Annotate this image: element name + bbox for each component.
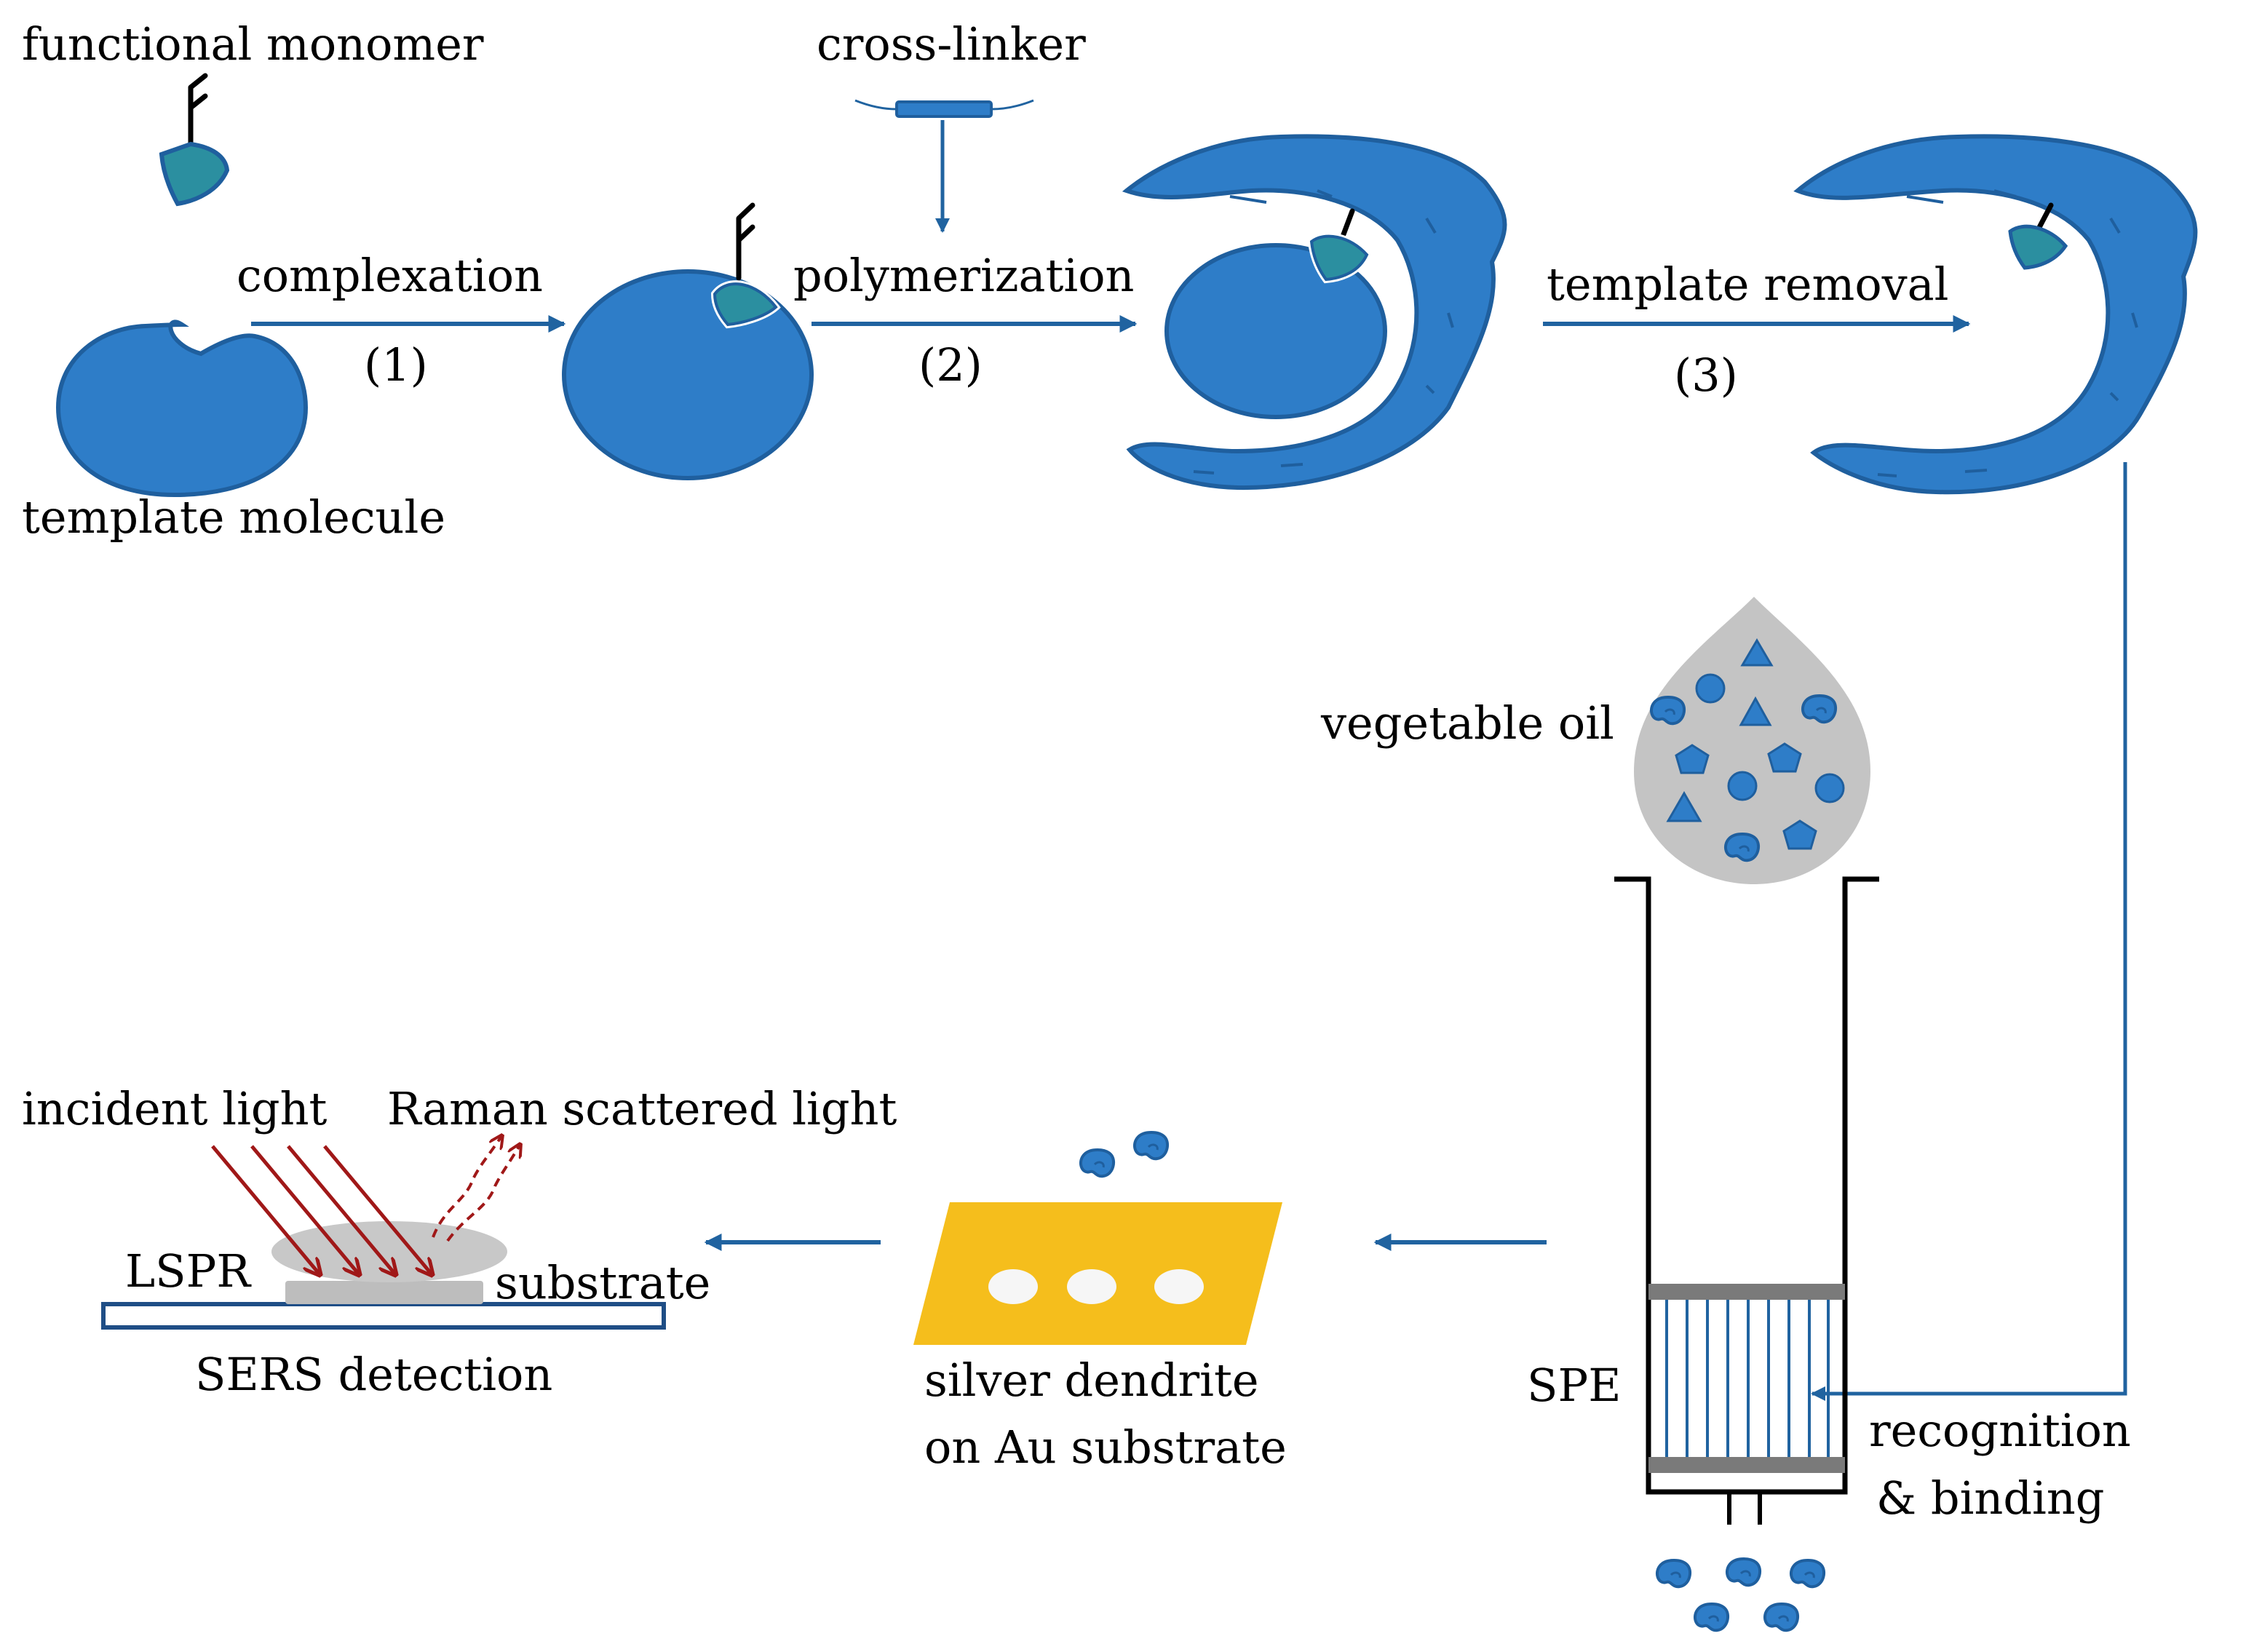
raman-scattered-rays bbox=[432, 1135, 520, 1242]
analyte-triangle bbox=[1740, 638, 1774, 667]
lspr-hotspot bbox=[271, 1221, 507, 1282]
incident-light-rays bbox=[211, 1145, 432, 1275]
polymerization-label: polymerization bbox=[793, 249, 1134, 302]
imprinted-polymer-cavity-icon bbox=[1793, 134, 2198, 495]
sers-detection-setup bbox=[101, 1135, 666, 1330]
step-1-label: (1) bbox=[364, 338, 428, 392]
incident-light-label: incident light bbox=[22, 1082, 328, 1135]
analyte-pentagon bbox=[1782, 819, 1817, 850]
analyte-pentagon bbox=[1675, 744, 1710, 774]
template-molecule-icon bbox=[55, 319, 309, 498]
sers-base-substrate bbox=[101, 1302, 666, 1330]
sers-detection-label: SERS detection bbox=[195, 1348, 552, 1401]
raman-scattered-light-label: Raman scattered light bbox=[387, 1082, 897, 1135]
analyte-circle bbox=[1814, 773, 1845, 803]
analyte-pentagon bbox=[1767, 742, 1802, 773]
analyte-triangle bbox=[1739, 696, 1772, 726]
spe-cartridge bbox=[1614, 876, 1879, 1525]
target-molecules-above-substrate bbox=[1079, 1131, 1170, 1178]
step-2-label: (2) bbox=[918, 338, 983, 392]
cross-linker-label: cross-linker bbox=[817, 17, 1086, 71]
analyte-circle bbox=[1727, 771, 1758, 801]
template-removal-label: template removal bbox=[1547, 258, 1948, 311]
analyte-circle bbox=[1695, 673, 1726, 704]
spe-label: SPE bbox=[1527, 1359, 1621, 1412]
complexation-label: complexation bbox=[237, 249, 543, 302]
recognition-label: recognition bbox=[1869, 1404, 2131, 1457]
template-molecule-label: template molecule bbox=[22, 491, 445, 544]
vegetable-oil-label: vegetable oil bbox=[1320, 696, 1614, 750]
vegetable-oil-droplet bbox=[1634, 597, 1870, 884]
binding-label: & binding bbox=[1876, 1472, 2104, 1525]
lspr-label: LSPR bbox=[125, 1244, 252, 1298]
sers-substrate-block bbox=[285, 1281, 483, 1304]
functional-monomer-icon bbox=[159, 73, 230, 207]
template-monomer-complex-icon bbox=[562, 202, 814, 480]
polymer-to-spe-connector bbox=[1811, 462, 2127, 1401]
silver-dendrite-au-substrate bbox=[913, 1202, 1282, 1345]
silver-dendrite-label: silver dendrite bbox=[924, 1354, 1259, 1407]
substrate-label: substrate bbox=[495, 1256, 710, 1309]
step-3-label: (3) bbox=[1674, 349, 1738, 402]
eluted-molecule-icons bbox=[1655, 1557, 1826, 1632]
cross-linker-icon bbox=[854, 99, 1034, 118]
functional-monomer-label: functional monomer bbox=[22, 17, 484, 71]
analyte-triangle bbox=[1666, 791, 1702, 822]
on-au-substrate-label: on Au substrate bbox=[924, 1421, 1287, 1474]
imprinted-polymer-with-template-icon bbox=[1122, 134, 1507, 491]
